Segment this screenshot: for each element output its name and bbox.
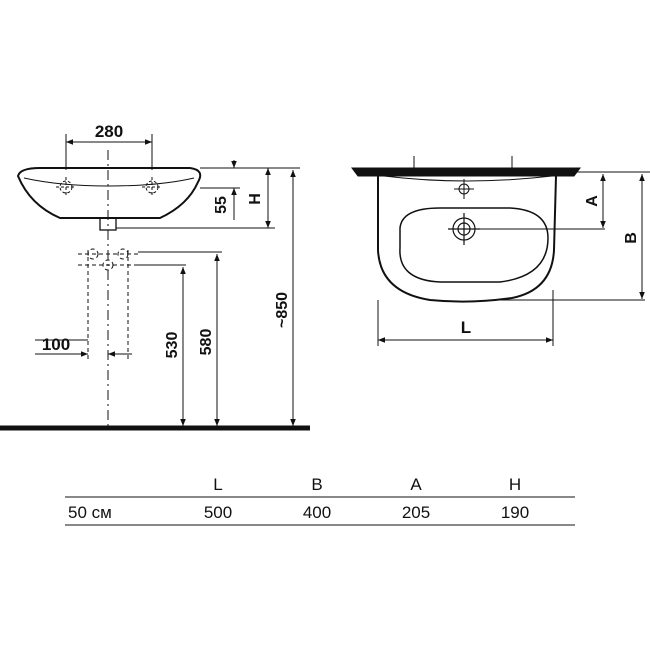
table-cell-b: 400 [303,503,331,522]
table-row-label: 50 см [68,503,112,522]
supply-pipes [78,248,138,360]
label-850: ~850 [274,292,291,328]
table-cell-a: 205 [402,503,430,522]
countertop-slab [351,167,581,177]
table-cell-l: 500 [204,503,232,522]
dimension-table: L B A H 50 см 500 400 205 190 [65,475,575,526]
drain-icon [448,213,480,245]
table-header-b: B [311,475,322,494]
label-l: L [461,318,471,337]
tap-hole-right-icon [142,177,162,197]
label-b: B [623,232,640,244]
basin-inner-line [23,177,195,187]
label-h: H [247,193,264,205]
label-a: A [584,195,601,207]
table-header-l: L [213,475,222,494]
basin-rim-inner [383,175,553,182]
table-cell-h: 190 [501,503,529,522]
label-580: 580 [198,329,215,356]
side-view [0,134,310,431]
tap-hole-icon [454,179,474,199]
basin-side-profile [16,167,202,219]
label-530: 530 [164,332,181,359]
label-55: 55 [213,196,230,214]
label-280: 280 [95,122,123,141]
table-header-h: H [509,475,521,494]
basin-outline [377,175,557,303]
front-view [351,156,650,346]
tap-hole-left-icon [56,177,76,197]
label-100: 100 [42,335,70,354]
table-header-a: A [410,475,422,494]
basin-bowl [399,207,549,283]
